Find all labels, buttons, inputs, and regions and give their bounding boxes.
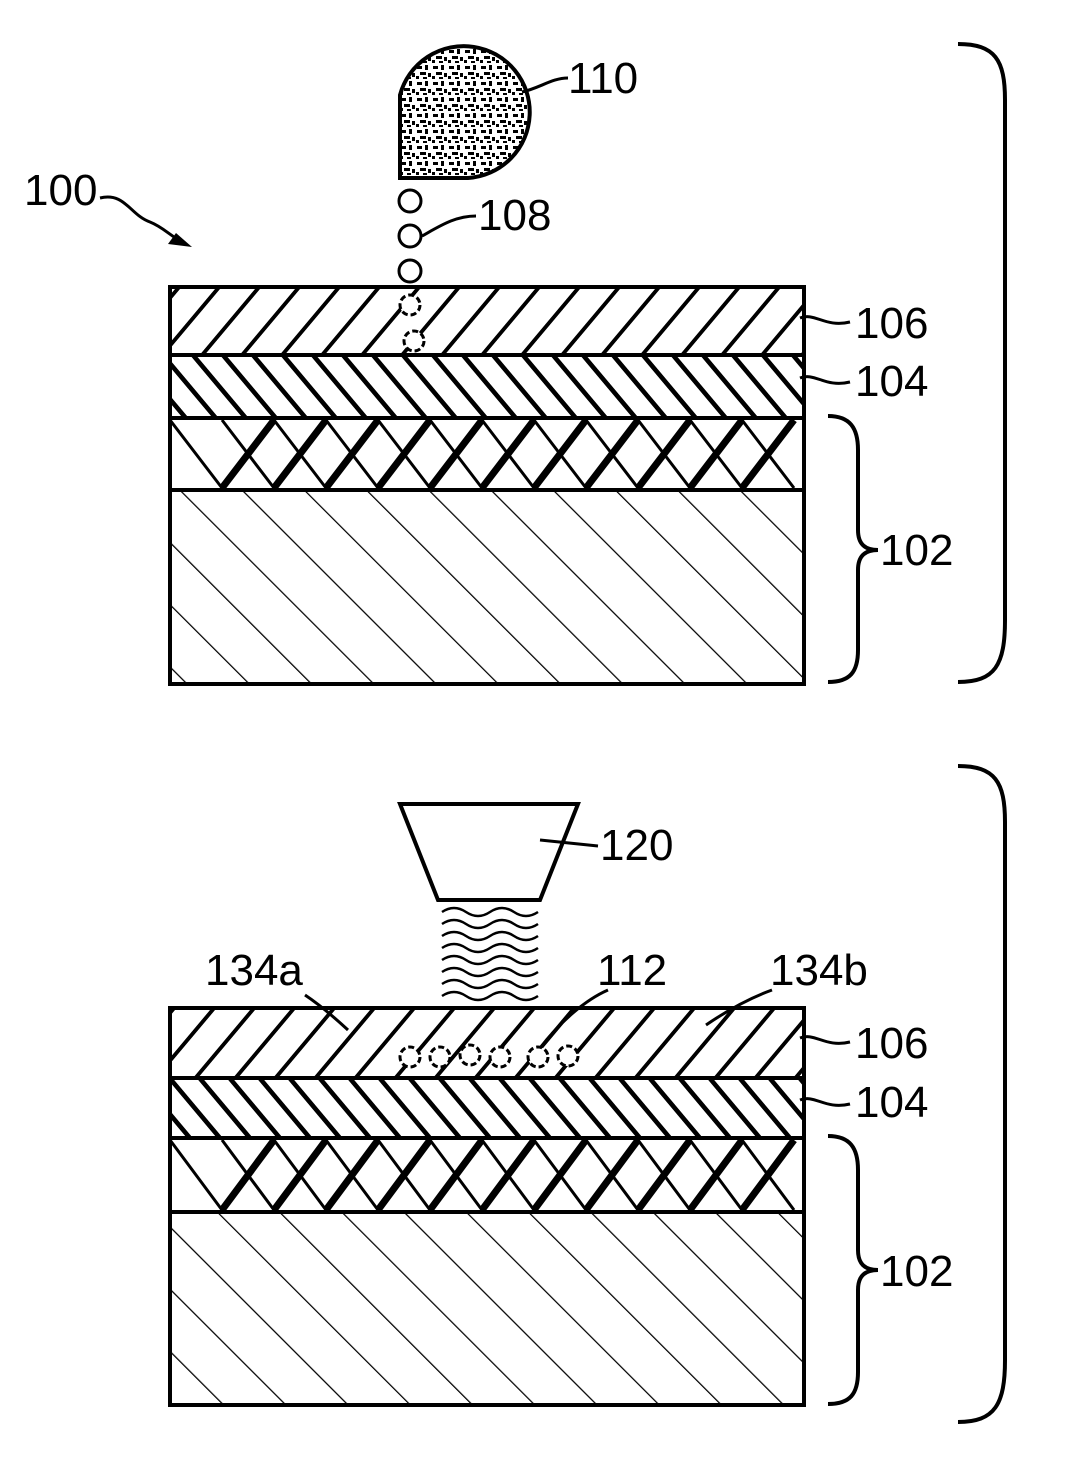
- brace-102-bottom: [828, 1136, 878, 1404]
- substrate-102: [170, 418, 804, 684]
- brace-102: [828, 416, 878, 682]
- label-106-leader: [800, 317, 850, 324]
- top-panel: 100 110 108 106 104: [24, 44, 1005, 684]
- label-100-leader: [100, 197, 185, 243]
- droplet-in-layer: [404, 331, 424, 351]
- label-102: 102: [880, 526, 953, 575]
- bottom-panel: 120: [170, 766, 1005, 1422]
- label-120: 120: [600, 821, 673, 870]
- droplet: [399, 225, 421, 247]
- droplet: [399, 190, 421, 212]
- layer-106: [170, 287, 804, 355]
- label-110: 110: [568, 54, 638, 103]
- panel-brace-top: [958, 44, 1005, 682]
- label-112: 112: [597, 946, 667, 995]
- droplet-in-layer: [400, 295, 420, 315]
- label-110-leader: [522, 78, 568, 92]
- panel-brace-bottom: [958, 766, 1005, 1422]
- label-104-bottom: 104: [855, 1078, 928, 1127]
- label-106-bottom-leader: [800, 1037, 850, 1044]
- droplet: [399, 260, 421, 282]
- label-104: 104: [855, 357, 928, 406]
- label-104-bottom-leader: [800, 1099, 850, 1106]
- substrate-102-bottom: [170, 1138, 804, 1405]
- label-104-leader: [800, 377, 850, 384]
- label-134b: 134b: [770, 946, 868, 995]
- energy-waves: [442, 908, 538, 1000]
- label-100: 100: [24, 166, 97, 215]
- layer-106-bottom: [170, 1008, 804, 1078]
- source-110: [400, 46, 530, 178]
- label-134a: 134a: [205, 946, 303, 995]
- label-102-bottom: 102: [880, 1247, 953, 1296]
- label-108-leader: [422, 216, 476, 236]
- label-108: 108: [478, 191, 551, 240]
- layer-104: [170, 355, 804, 418]
- label-106: 106: [855, 299, 928, 348]
- layer-104-bottom: [170, 1078, 804, 1138]
- emitter-120: [400, 804, 578, 900]
- label-106-bottom: 106: [855, 1019, 928, 1068]
